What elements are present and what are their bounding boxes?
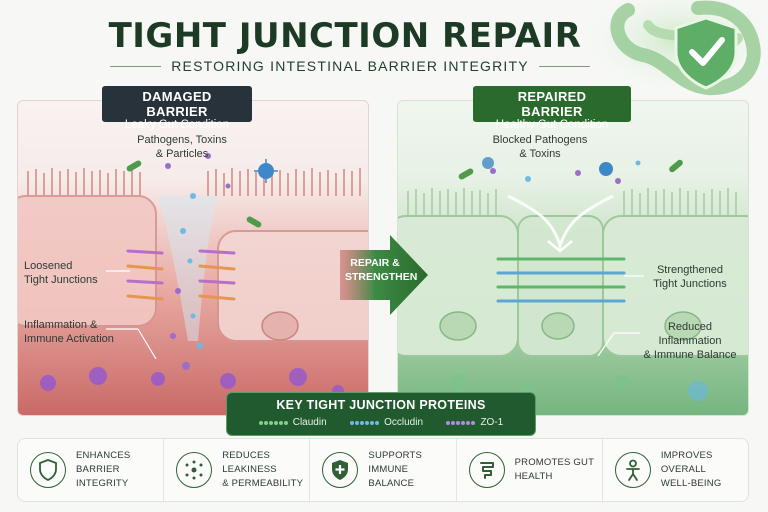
person-icon: [614, 452, 651, 488]
blocked-pathogens-label: Blocked Pathogens & Toxins: [492, 134, 588, 160]
benefit-barrier-integrity: ENHANCES BARRIER INTEGRITY: [18, 439, 165, 501]
loosened-junctions-label: Loosened Tight Junctions: [24, 260, 98, 286]
pathogens-label: Pathogens, Toxins & Particles: [137, 134, 227, 160]
shield-plus-icon: [322, 452, 359, 488]
benefit-gut-health: PROMOTES GUT HEALTH: [457, 439, 603, 501]
intestine-shield-illustration: [588, 0, 768, 100]
subtitle-row: RESTORING INTESTINAL BARRIER INTEGRITY: [110, 56, 590, 76]
shield-icon: [30, 452, 66, 488]
benefits-bar: ENHANCES BARRIER INTEGRITY REDUCES LEAKI…: [17, 438, 749, 502]
damaged-barrier-panel: [17, 100, 369, 416]
damaged-barrier-badge: DAMAGED BARRIER Leaky Gut Condition: [102, 86, 252, 131]
page-subtitle: RESTORING INTESTINAL BARRIER INTEGRITY: [171, 58, 529, 74]
repaired-barrier-badge: REPAIRED BARRIER Healthy Gut Condition: [473, 86, 631, 131]
damaged-badge-title: DAMAGED BARRIER: [142, 89, 212, 119]
claudin-swatch: [258, 420, 288, 425]
benefit-well-being: IMPROVES OVERALL WELL-BEING: [603, 439, 748, 501]
virus-icon: [254, 159, 278, 183]
key-proteins-title: KEY TIGHT JUNCTION PROTEINS: [276, 398, 486, 412]
benefit-reduces-leakiness: REDUCES LEAKINESS & PERMEABILITY: [164, 439, 311, 501]
legend-item-occludin: Occludin: [350, 417, 423, 428]
subtitle-divider-right: [538, 65, 590, 67]
strengthened-junctions-label: Strengthened Tight Junctions: [653, 264, 727, 290]
repaired-barrier-panel: [397, 100, 749, 416]
damaged-tissue-illustration: [18, 153, 368, 397]
repair-arrow-icon: [340, 235, 428, 315]
reduced-inflammation-label: Reduced Inflammation & Immune Balance: [643, 321, 737, 361]
damaged-badge-subtitle: Leaky Gut Condition: [124, 119, 230, 131]
zo1-swatch: [446, 420, 476, 425]
intestine-icon: [468, 452, 505, 488]
repair-arrow-label: REPAIR & STRENGTHEN: [345, 257, 418, 283]
legend-item-claudin: Claudin: [258, 417, 327, 428]
repaired-badge-subtitle: Healthy Gut Condition: [495, 119, 609, 131]
repaired-badge-title: REPAIRED BARRIER: [517, 89, 587, 119]
occludin-swatch: [350, 420, 380, 425]
inflammation-label: Inflammation & Immune Activation: [24, 319, 114, 345]
subtitle-divider-left: [110, 65, 162, 67]
legend-item-zo1: ZO-1: [446, 417, 503, 428]
legend-row: Claudin Occludin ZO-1: [227, 417, 535, 428]
benefit-immune-balance: SUPPORTS IMMUNE BALANCE: [310, 439, 457, 501]
key-proteins-legend: KEY TIGHT JUNCTION PROTEINS Claudin Occl…: [226, 392, 536, 436]
page-title: TIGHT JUNCTION REPAIR: [108, 16, 582, 56]
repaired-tissue-illustration: [398, 157, 748, 401]
particles-icon: [176, 452, 213, 488]
